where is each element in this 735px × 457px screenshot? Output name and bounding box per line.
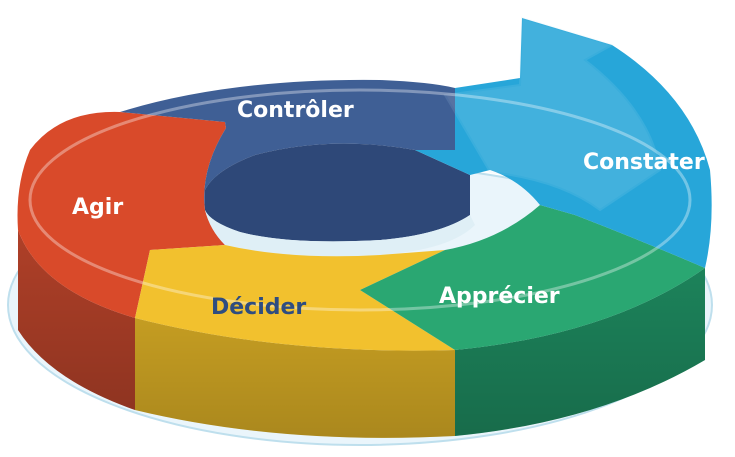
- label-apprecier: Apprécier: [439, 284, 560, 309]
- segment-controler-inner: [205, 143, 470, 242]
- segment-controler: [120, 79, 455, 210]
- segment-agir: [17, 111, 226, 319]
- label-decider: Décider: [211, 295, 307, 320]
- segment-apprecier: [360, 205, 705, 350]
- segment-constater: [415, 18, 712, 268]
- segment-decider: [135, 245, 455, 351]
- side-shade: [18, 230, 705, 438]
- ring-hole: [205, 210, 475, 257]
- label-controler: Contrôler: [237, 98, 354, 123]
- label-constater: Constater: [583, 150, 705, 175]
- label-agir: Agir: [72, 195, 124, 220]
- glass-arrow-overlay: [443, 16, 662, 212]
- glass-highlight: [28, 88, 692, 312]
